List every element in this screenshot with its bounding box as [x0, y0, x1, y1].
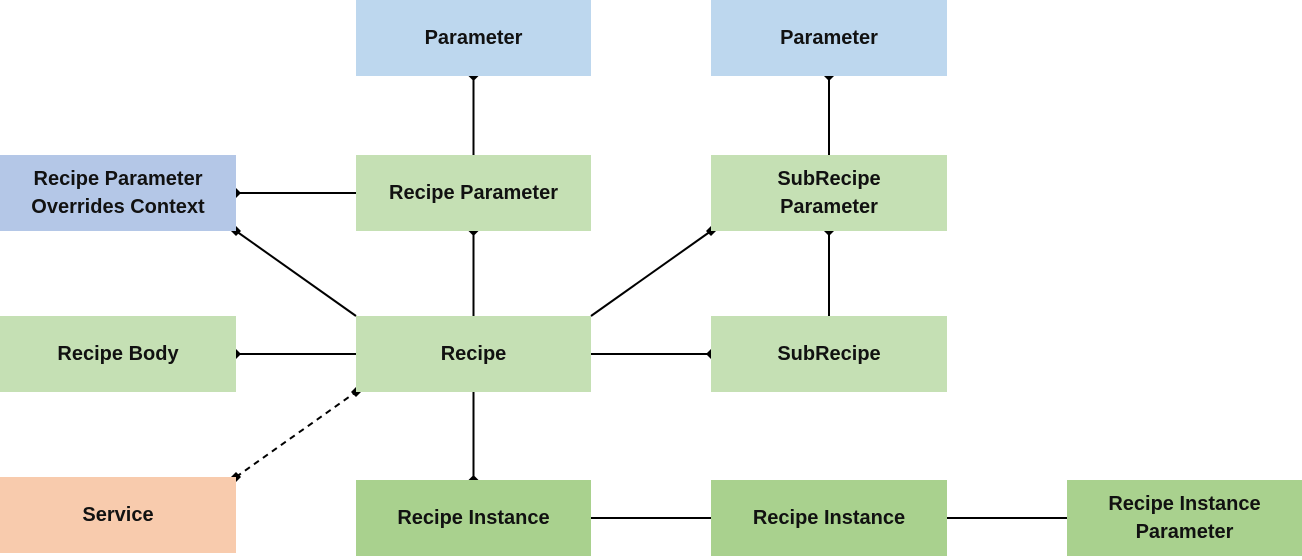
node-service[interactable]: Service: [0, 477, 236, 553]
node-subrecipe-parameter[interactable]: SubRecipe Parameter: [711, 155, 947, 231]
node-recipe-instance-parameter[interactable]: Recipe Instance Parameter: [1067, 480, 1302, 556]
node-subrecipe[interactable]: SubRecipe: [711, 316, 947, 392]
node-recipe[interactable]: Recipe: [356, 316, 591, 392]
node-parameter-top-left[interactable]: Parameter: [356, 0, 591, 76]
edge-recipe-to-overrides_context: [235, 230, 357, 317]
edge-recipe-to-subrecipe_parameter: [590, 230, 712, 317]
node-recipe-body[interactable]: Recipe Body: [0, 316, 236, 392]
node-recipe-instance-right[interactable]: Recipe Instance: [711, 480, 947, 556]
node-parameter-top-right[interactable]: Parameter: [711, 0, 947, 76]
node-recipe-instance-left[interactable]: Recipe Instance: [356, 480, 591, 556]
node-recipe-parameter[interactable]: Recipe Parameter: [356, 155, 591, 231]
node-recipe-parameter-overrides-context[interactable]: Recipe Parameter Overrides Context: [0, 155, 236, 231]
edge-service-to-recipe: [235, 391, 357, 478]
